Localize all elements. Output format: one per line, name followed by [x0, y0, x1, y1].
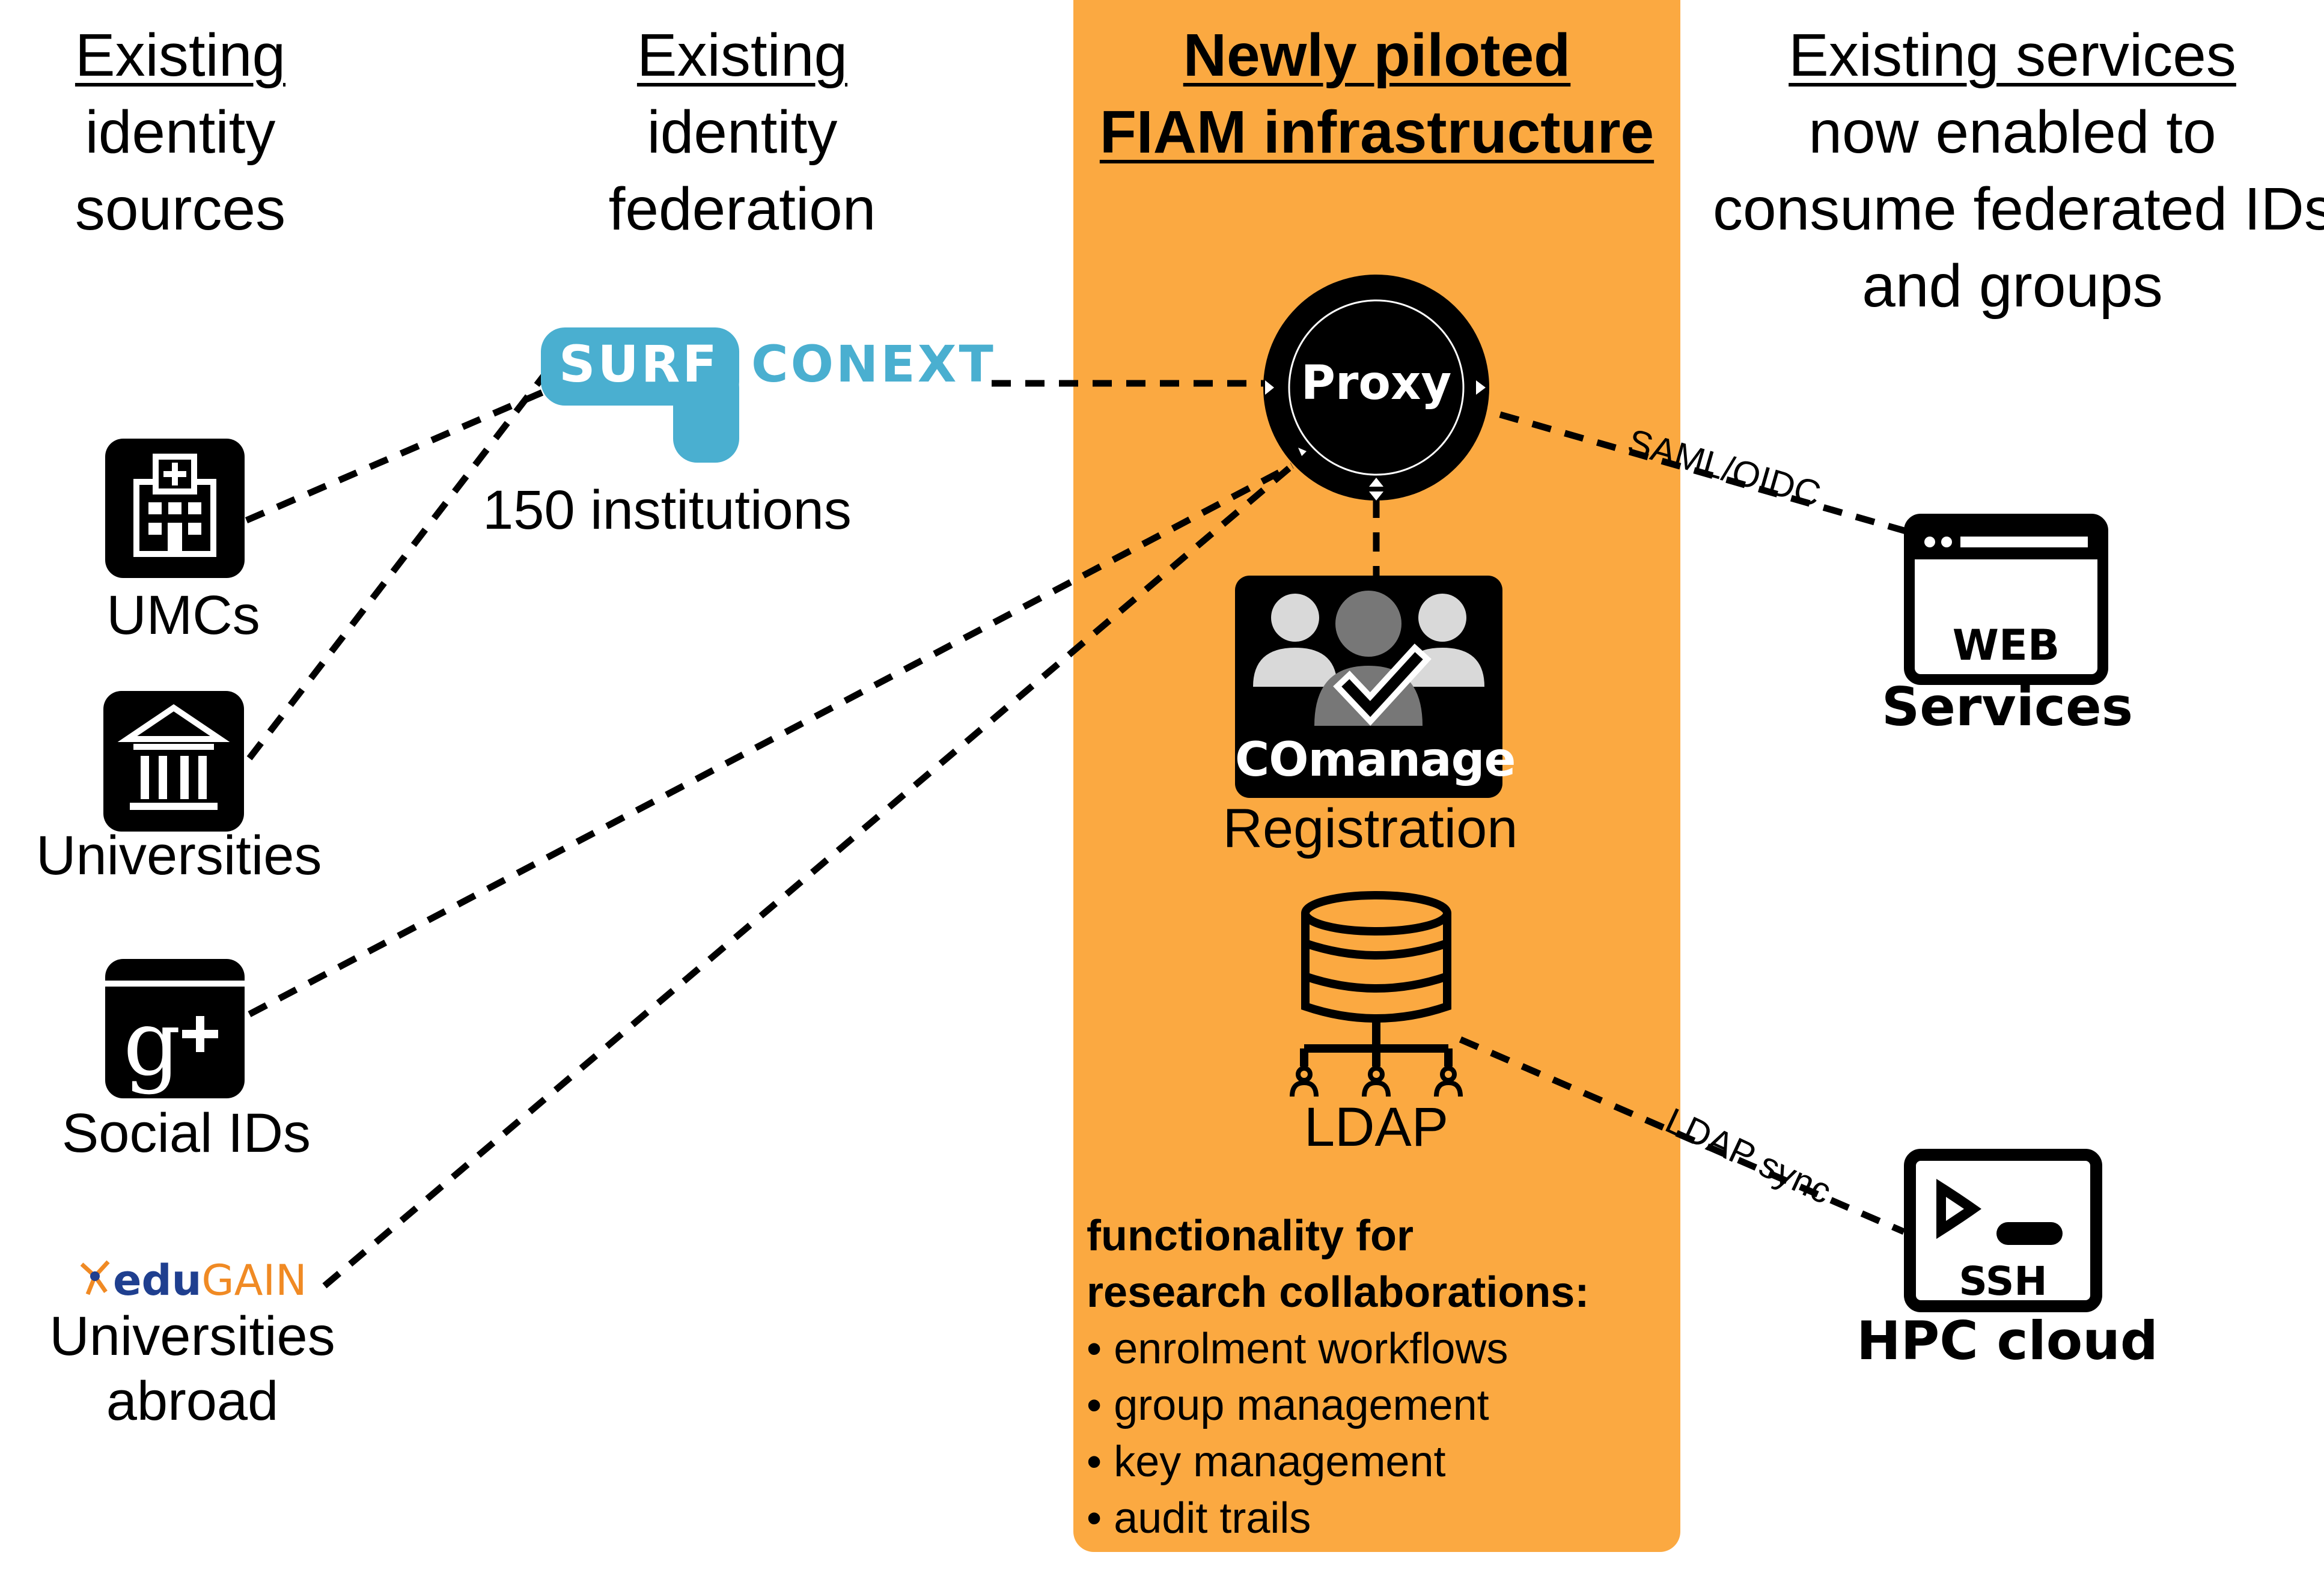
svg-text:g: g [123, 991, 181, 1096]
conext-text: CONEXT [751, 335, 996, 394]
heading-services-line2: now enabled to [1808, 99, 2216, 166]
browser-window-icon: WEB [1904, 514, 2108, 685]
registration-label: Registration [1222, 798, 1518, 859]
heading-identity-federation: Existing identity federation [562, 17, 923, 248]
university-building-icon [103, 691, 244, 832]
edugain-gain-text: GAIN [201, 1256, 307, 1305]
hpc-cloud-label: HPC cloud [1856, 1310, 2158, 1372]
edugain-edu-text: edu [113, 1256, 202, 1305]
heading-services-line4: and groups [1862, 252, 2163, 320]
heading-fiam-title: Newly piloted [1183, 22, 1571, 89]
functionality-list: functionality for research collaboration… [1087, 1208, 1676, 1547]
functionality-item: • enrolment workflows [1087, 1325, 1508, 1373]
surf-text: SURF [559, 335, 719, 394]
umcs-label: UMCs [106, 585, 260, 646]
functionality-heading-line1: functionality for [1087, 1212, 1414, 1260]
ldap-label: LDAP [1304, 1097, 1449, 1158]
heading-services-title: Existing services [1789, 22, 2236, 89]
edugain-star-icon [80, 1260, 110, 1295]
universities-abroad-label: Universities abroad [48, 1304, 337, 1434]
heading-identity-sources-line3: sources [75, 175, 286, 243]
heading-fiam-line2: FIAM infrastructure [1099, 99, 1655, 166]
heading-identity-sources-line2: identity [85, 99, 276, 166]
hospital-icon [105, 439, 245, 578]
database-icon [1274, 883, 1466, 1106]
functionality-item: • key management [1087, 1438, 1446, 1486]
comanage-logo-text: COmanage [1235, 733, 1516, 787]
universities-abroad-line2: abroad [106, 1371, 279, 1432]
functionality-item: • group management [1087, 1381, 1489, 1429]
web-icon-text: WEB [1952, 621, 2060, 670]
heading-services-line3: consume federated IDs [1713, 175, 2324, 243]
universities-abroad-line1: Universities [49, 1306, 335, 1367]
heading-identity-federation-line2: identity [647, 99, 838, 166]
line-social-proxy [248, 463, 1294, 1017]
heading-identity-sources: Existing identity sources [0, 17, 361, 248]
browser-dot [1941, 537, 1952, 547]
line-proxy-web [1499, 411, 1909, 535]
user-group-check-icon: COmanage [1235, 576, 1516, 798]
social-ids-label: Social IDs [61, 1103, 311, 1164]
edugain-logo: eduGAIN [77, 1256, 307, 1305]
universities-label: Universities [36, 825, 322, 886]
proxy-label: Proxy [1301, 356, 1452, 410]
line-universities-surfconext [246, 373, 547, 761]
ssh-icon-text: SSH [1959, 1258, 2048, 1304]
institutions-count: 150 institutions [483, 479, 852, 541]
heading-fiam: Newly piloted FIAM infrastructure [1073, 17, 1680, 171]
browser-address-bar [1960, 537, 2088, 547]
heading-identity-sources-title: Existing [75, 22, 286, 89]
functionality-item: • audit trails [1087, 1494, 1311, 1542]
line-ldap-ssh [1459, 1036, 1906, 1235]
heading-identity-federation-title: Existing [636, 22, 848, 89]
line-umcs-surfconext [245, 388, 546, 524]
heading-identity-federation-line3: federation [608, 175, 876, 243]
browser-dot [1924, 537, 1935, 547]
terminal-prompt-icon [1936, 1179, 2063, 1245]
surfconext-logo: SURF CONEXT [541, 327, 993, 463]
proxy-circle-icon: Proxy [1262, 273, 1490, 502]
heading-services: Existing services now enabled to consume… [1701, 17, 2324, 324]
terminal-icon: SSH [1904, 1149, 2102, 1312]
functionality-heading-line2: research collaborations: [1087, 1268, 1590, 1316]
services-label: Services [1881, 676, 2133, 738]
line-edugain-proxy [322, 463, 1295, 1289]
google-plus-icon: g [105, 959, 245, 1098]
